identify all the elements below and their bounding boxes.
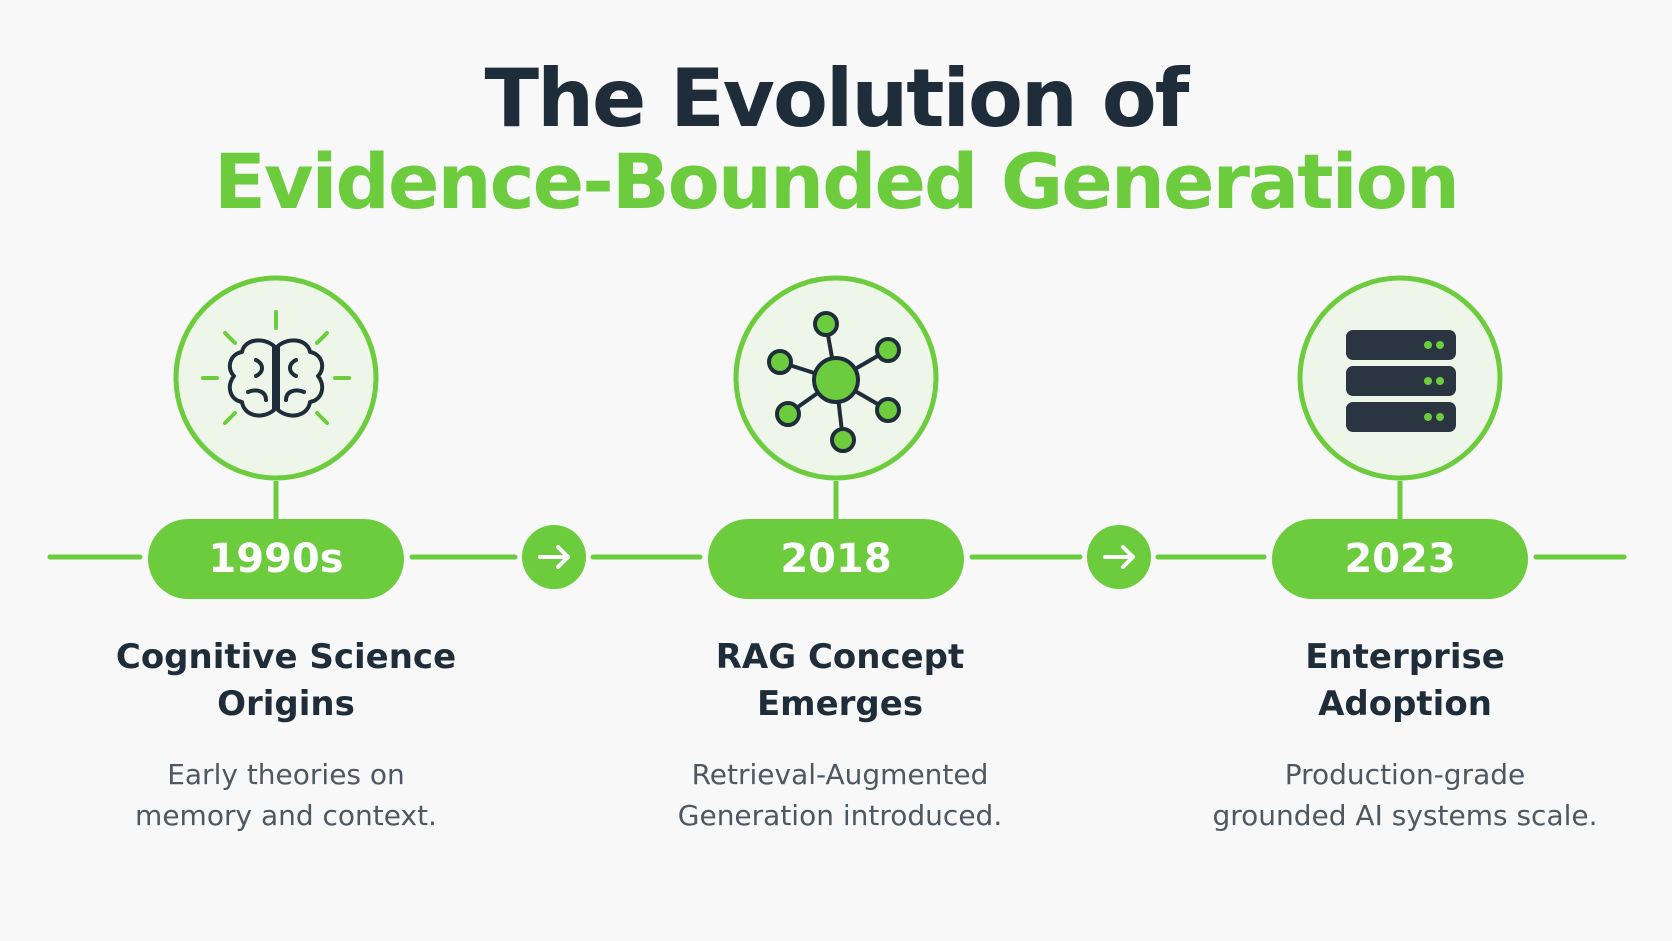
milestone-circle-1 bbox=[173, 275, 379, 481]
milestone-description: Retrieval-Augmented Generation introduce… bbox=[630, 754, 1050, 836]
arrow-right-icon bbox=[1087, 525, 1151, 589]
milestone-title-line: Enterprise bbox=[1305, 637, 1505, 677]
year-pill-1 bbox=[148, 519, 404, 599]
milestone-title-line: Cognitive Science bbox=[115, 637, 457, 677]
page-title-line1: The Evolution of bbox=[484, 52, 1190, 145]
timeline-stems bbox=[273, 481, 1403, 522]
server-icon bbox=[1346, 330, 1456, 432]
milestone-title: RAG Concept Emerges bbox=[630, 634, 1050, 728]
network-icon bbox=[767, 311, 901, 453]
milestone-title-line: Adoption bbox=[1318, 684, 1492, 724]
milestone-title: Enterprise Adoption bbox=[1195, 634, 1615, 728]
year-pill-2 bbox=[708, 519, 964, 599]
milestone-description: Production-grade grounded AI systems sca… bbox=[1195, 754, 1615, 836]
milestone-description-line: Generation introduced. bbox=[677, 799, 1003, 832]
milestone-title-line: RAG Concept bbox=[715, 637, 965, 677]
milestone-title: Cognitive Science Origins bbox=[76, 634, 496, 728]
page-title-line2: Evidence-Bounded Generation bbox=[214, 137, 1460, 226]
year-label: 2023 bbox=[1344, 536, 1456, 582]
brain-icon bbox=[201, 310, 351, 425]
milestone-description: Early theories on memory and context. bbox=[76, 754, 496, 836]
milestone-circle-2 bbox=[733, 275, 939, 481]
milestone-description-line: memory and context. bbox=[135, 799, 437, 832]
arrow-right-icon bbox=[522, 525, 586, 589]
year-label: 1990s bbox=[208, 536, 344, 582]
milestone-circle-3 bbox=[1297, 275, 1503, 481]
milestone-title-line: Origins bbox=[217, 684, 355, 724]
milestone-description-line: Retrieval-Augmented bbox=[691, 758, 989, 791]
year-pill-3 bbox=[1272, 519, 1528, 599]
year-label: 2018 bbox=[780, 536, 892, 582]
milestone-description-line: Early theories on bbox=[167, 758, 405, 791]
milestone-description-line: grounded AI systems scale. bbox=[1212, 799, 1598, 832]
milestone-title-line: Emerges bbox=[756, 684, 924, 724]
milestone-description-line: Production-grade bbox=[1284, 758, 1526, 791]
